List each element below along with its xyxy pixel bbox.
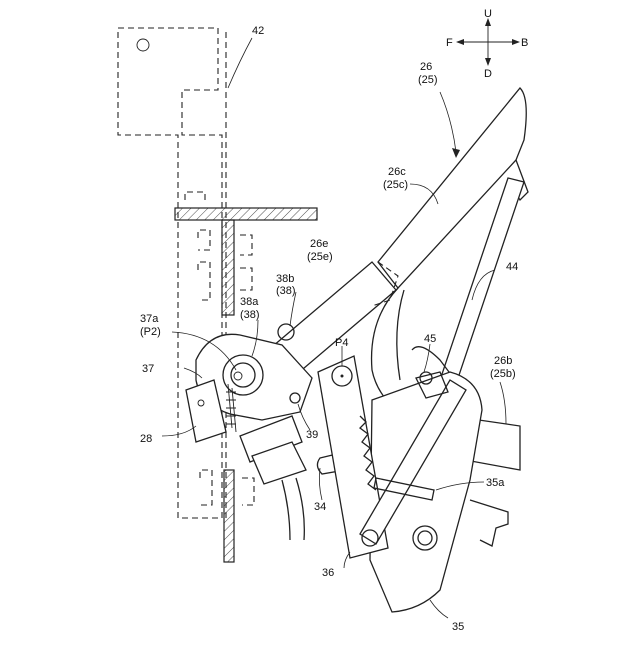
label-26c-paren: (25c) (383, 179, 408, 191)
label-26e-paren: (25e) (307, 251, 333, 263)
label-P4: P4 (335, 337, 348, 349)
label-38b-paren: (38) (276, 285, 296, 297)
label-38a: 38a (240, 296, 259, 308)
label-39: 39 (306, 429, 318, 441)
label-36: 36 (322, 567, 334, 579)
label-28: 28 (140, 433, 152, 445)
label-26: 26 (420, 61, 432, 73)
label-38a-paren: (38) (240, 309, 260, 321)
compass-down: D (484, 68, 492, 80)
label-42: 42 (252, 25, 264, 37)
compass-back: B (521, 37, 528, 49)
compass-up: U (484, 8, 492, 20)
label-37: 37 (142, 363, 154, 375)
label-35a: 35a (486, 477, 505, 489)
label-26c: 26c (388, 166, 406, 178)
label-26b: 26b (494, 355, 512, 367)
label-37a: 37a (140, 313, 159, 325)
label-37a-paren: (P2) (140, 326, 161, 338)
label-26e: 26e (310, 238, 328, 250)
compass-front: F (446, 37, 453, 49)
label-34: 34 (314, 501, 326, 513)
label-26b-paren: (25b) (490, 368, 516, 380)
label-35: 35 (452, 621, 464, 633)
label-26-paren: (25) (418, 74, 438, 86)
label-45: 45 (424, 333, 436, 345)
label-44: 44 (506, 261, 518, 273)
direction-compass: U D F B (446, 8, 528, 80)
label-38b: 38b (276, 273, 294, 285)
